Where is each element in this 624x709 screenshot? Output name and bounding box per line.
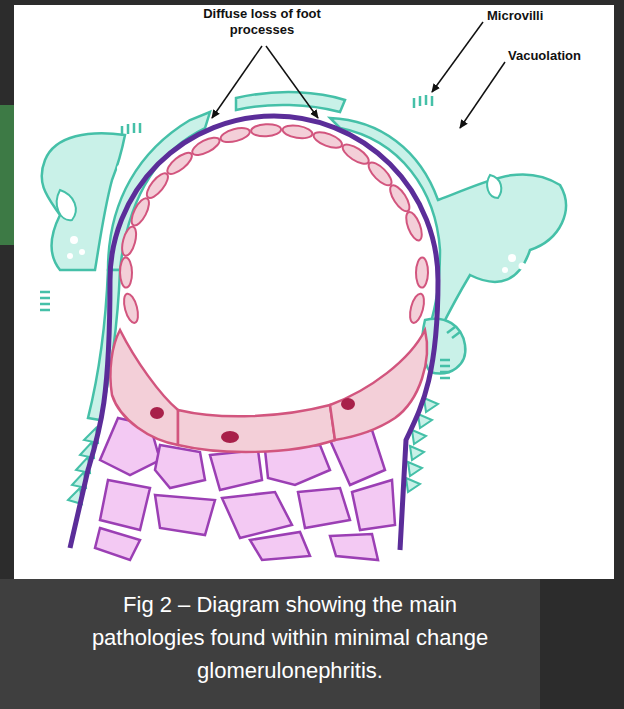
endothelial-cell (312, 129, 344, 151)
endothelial-cell (403, 210, 425, 242)
endothelial-cell (282, 124, 314, 141)
endothelial-cell (121, 292, 140, 324)
endothelial-cell (120, 257, 133, 287)
endothelial-cell (407, 292, 426, 324)
callout-label: Diffuse loss of foot processes (200, 6, 324, 38)
callout-label: Vacuolation (508, 48, 612, 64)
endothelial-cell (251, 123, 282, 137)
endothelial-cell (416, 257, 429, 287)
callout-label: Microvilli (487, 8, 577, 24)
endothelial-cell (119, 225, 138, 257)
figure-caption: Fig 2 – Diagram showing the main patholo… (78, 588, 502, 687)
endothelial-cell (219, 125, 251, 144)
